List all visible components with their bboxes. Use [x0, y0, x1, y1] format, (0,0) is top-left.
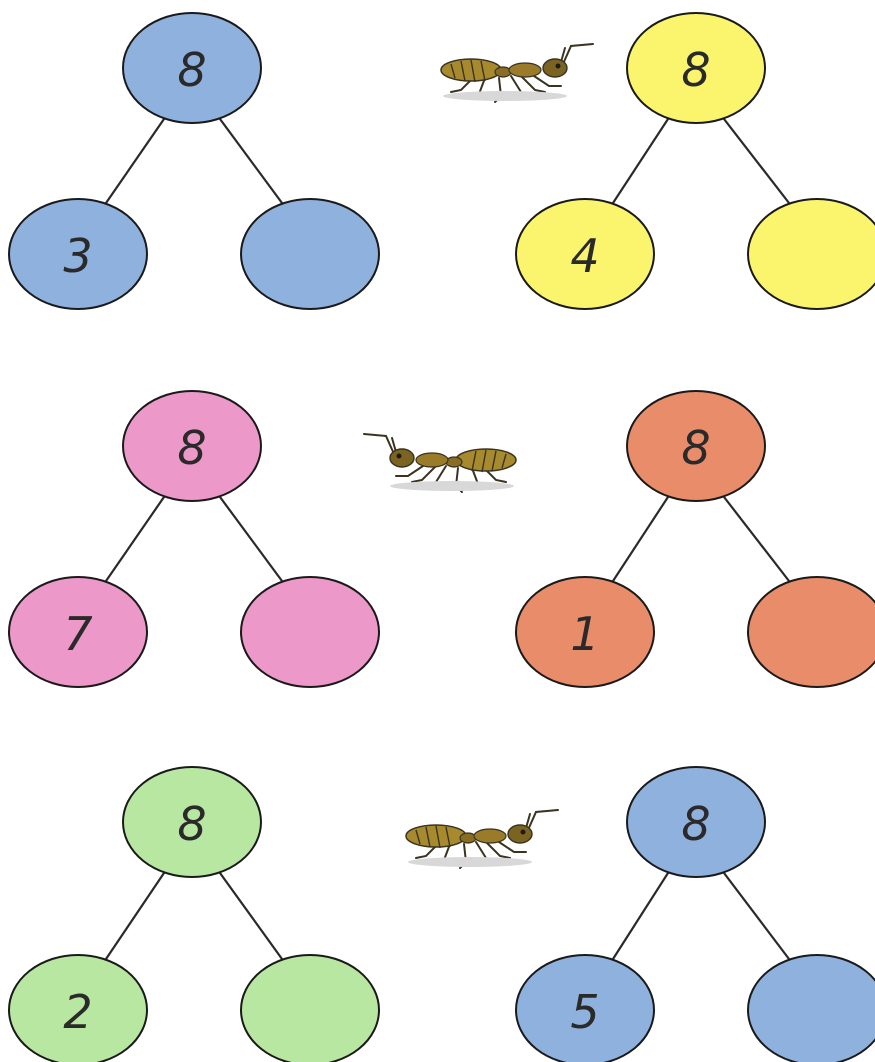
part-left-oval	[8, 576, 148, 688]
whole-number: 8	[177, 797, 206, 851]
part-right-oval[interactable]	[240, 954, 380, 1062]
part-left-number: 4	[570, 229, 599, 283]
whole-oval	[626, 12, 766, 124]
bond-connector	[218, 495, 284, 583]
whole-oval	[626, 766, 766, 878]
bond-connector	[722, 117, 791, 205]
whole-number: 8	[177, 43, 206, 97]
number-bond: 85	[515, 766, 875, 1062]
part-left-number: 3	[63, 229, 92, 283]
whole-oval	[122, 390, 262, 502]
part-left-number: 2	[63, 985, 92, 1039]
part-left-oval	[8, 954, 148, 1062]
part-right-oval[interactable]	[747, 198, 875, 310]
part-right-oval[interactable]	[240, 576, 380, 688]
bond-connector	[104, 495, 166, 583]
whole-oval	[122, 12, 262, 124]
part-left-number: 5	[570, 985, 599, 1039]
part-left-number: 7	[63, 607, 92, 661]
part-right-oval[interactable]	[747, 954, 875, 1062]
whole-oval	[122, 766, 262, 878]
whole-number: 8	[681, 797, 710, 851]
ant-icon	[440, 43, 594, 103]
bond-connector	[611, 871, 670, 961]
ant-icon	[405, 809, 559, 869]
number-bond: 83	[8, 12, 380, 310]
bond-connector	[611, 495, 670, 583]
number-bond: 81	[515, 390, 875, 688]
number-bond: 82	[8, 766, 380, 1062]
bond-connector	[218, 117, 284, 205]
bond-connector	[722, 495, 791, 583]
part-right-oval[interactable]	[240, 198, 380, 310]
part-left-oval	[515, 576, 655, 688]
ant-icon	[363, 433, 517, 493]
part-left-oval	[515, 198, 655, 310]
bond-connector	[218, 871, 284, 961]
whole-number: 8	[177, 421, 206, 475]
bond-connector	[611, 117, 670, 205]
bond-connector	[722, 871, 791, 961]
number-bond: 87	[8, 390, 380, 688]
part-right-oval[interactable]	[747, 576, 875, 688]
part-left-oval	[515, 954, 655, 1062]
bond-connector	[104, 871, 166, 961]
number-bond: 84	[515, 12, 875, 310]
whole-oval	[626, 390, 766, 502]
part-left-number: 1	[570, 607, 599, 661]
part-left-oval	[8, 198, 148, 310]
whole-number: 8	[681, 421, 710, 475]
bond-connector	[104, 117, 166, 205]
whole-number: 8	[681, 43, 710, 97]
